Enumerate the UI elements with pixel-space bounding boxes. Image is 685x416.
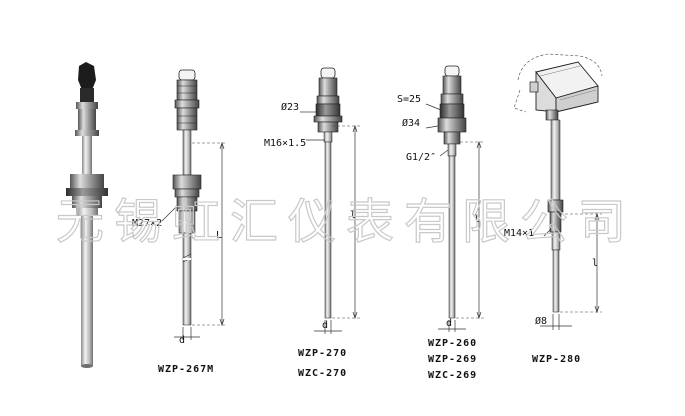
sensor-5-diameter-label: Ø8 — [535, 315, 547, 327]
sensor-2-thread-label: M27×2 — [132, 218, 162, 229]
watermark: 无锡虹汇仪表有限公司 — [56, 194, 636, 250]
sensor-2-wzp-267m — [161, 69, 226, 340]
sensor-4-diameter-label: d — [446, 318, 452, 329]
sensor-3-head-dia-label: Ø23 — [281, 101, 299, 113]
sensor-3-model-2: WZC-270 — [298, 368, 347, 379]
sensor-4-model-2: WZP-269 — [428, 354, 477, 365]
sensor-4-length-label: l — [474, 214, 480, 225]
sensor-3-wzp-270 — [300, 67, 360, 334]
sensor-4-model-3: WZC-269 — [428, 370, 477, 381]
sensor-3-model-1: WZP-270 — [298, 348, 347, 359]
sensor-3-diameter-label: d — [322, 320, 328, 331]
sensor-5-wzp-280 — [513, 53, 603, 330]
sensor-4-head-dia-label: Ø34 — [402, 117, 420, 129]
sensor-1-photo — [66, 62, 108, 368]
sensor-4-hex-label: S=25 — [397, 94, 421, 105]
sensor-5-length-label: l — [592, 258, 598, 269]
sensor-5-model-1: WZP-280 — [532, 354, 581, 365]
sensor-5-thread-label: M14×1 — [504, 228, 534, 239]
sensor-4-wzp-260 — [425, 65, 484, 332]
sensor-2-model-1: WZP-267M — [158, 364, 214, 375]
sensor-3-thread-label: M16×1.5 — [264, 138, 306, 149]
sensor-2-length-label: L — [216, 230, 222, 241]
sensor-3-length-label: l — [350, 210, 356, 221]
sensor-2-diameter-label: d — [179, 335, 185, 346]
sensor-4-thread-label: G1/2″ — [406, 152, 436, 163]
sensor-4-model-1: WZP-260 — [428, 338, 477, 349]
